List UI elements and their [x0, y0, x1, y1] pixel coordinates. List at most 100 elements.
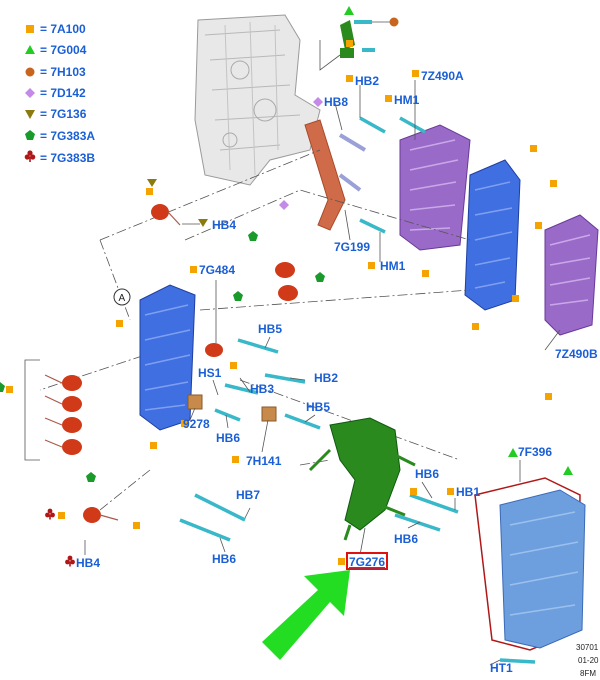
triangle-down-icon — [25, 110, 35, 119]
square-icon — [545, 393, 552, 400]
label-hb2-top: HB2 — [355, 74, 379, 88]
leader-lines — [84, 80, 561, 666]
club-icon — [24, 150, 36, 162]
square-icon — [412, 70, 419, 77]
triangle-down-icon — [198, 219, 208, 227]
label-7f396: 7F396 — [518, 445, 552, 459]
square-icon — [146, 188, 153, 195]
pentagon-icon — [0, 382, 5, 392]
part-7h141 — [261, 406, 277, 422]
label-hb6-right-bottom: HB6 — [394, 532, 418, 546]
label-hm1-top: HM1 — [394, 93, 420, 107]
figure-reference: 30701 01-20 8FM — [576, 643, 599, 678]
circle-icon — [25, 67, 35, 77]
square-icon — [232, 456, 239, 463]
label-7g484: 7G484 — [199, 263, 235, 277]
transmission-pan-7f396 — [474, 477, 586, 664]
lower-valve-body — [139, 284, 196, 431]
square-icon — [447, 488, 454, 495]
diamond-icon — [313, 97, 323, 107]
label-7g276: 7G276 — [349, 555, 385, 569]
legend-label-7d142: = 7D142 — [40, 86, 86, 100]
callout-a-label: A — [119, 293, 126, 304]
triangle-up-icon — [508, 448, 518, 457]
wiring-harness-7g276 — [308, 417, 416, 541]
pentagon-icon — [315, 272, 325, 282]
legend-label-7g136: = 7G136 — [40, 107, 87, 121]
pentagon-icon — [233, 291, 243, 301]
separator-plate-7z490b — [544, 214, 599, 336]
square-icon — [550, 180, 557, 187]
triangle-up-icon — [563, 466, 573, 475]
square-icon — [190, 266, 197, 273]
part-markers — [0, 70, 573, 567]
label-hb4-top: HB4 — [212, 218, 236, 232]
square-icon — [26, 25, 34, 33]
highlighted-callout-7g276: 7G276 — [346, 552, 388, 570]
label-7g199: 7G199 — [334, 240, 370, 254]
diamond-icon — [279, 200, 289, 210]
square-icon — [535, 222, 542, 229]
legend-label-7a100: = 7A100 — [40, 22, 86, 36]
solenoids — [62, 204, 298, 523]
label-hs1: HS1 — [198, 366, 222, 380]
legend-label-7g004: = 7G004 — [40, 43, 87, 57]
pentagon-icon — [248, 231, 258, 241]
square-icon — [133, 522, 140, 529]
square-icon — [346, 75, 353, 82]
label-hb3: HB3 — [250, 382, 274, 396]
ref-line-2: 01-20 — [578, 656, 599, 665]
part-labels: HB2 7Z490A HB8 HM1 7G199 HM1 HB4 7G484 H… — [76, 69, 598, 675]
label-hm1-bottom: HM1 — [380, 259, 406, 273]
label-hb5-top: HB5 — [258, 322, 282, 336]
club-icon — [65, 555, 75, 567]
bracket-7g199 — [279, 97, 367, 231]
label-hb5-mid: HB5 — [306, 400, 330, 414]
square-icon — [338, 558, 345, 565]
bolts-lower — [179, 338, 459, 542]
square-icon — [472, 323, 479, 330]
label-hb7: HB7 — [236, 488, 260, 502]
label-hb6-bottom: HB6 — [212, 552, 236, 566]
circle-marker — [389, 17, 399, 27]
square-icon — [422, 270, 429, 277]
label-hb4-bottom: HB4 — [76, 556, 100, 570]
upper-valve-body — [464, 159, 521, 311]
legend: = 7A100 = 7G004 = 7H103 = 7D142 = 7G136 … — [24, 22, 95, 165]
top-sensor-cluster — [319, 6, 399, 71]
legend-label-7g383a: = 7G383A — [40, 129, 95, 143]
ref-line-3: 8FM — [580, 669, 596, 678]
solenoid-wires — [44, 211, 181, 521]
label-7h141: 7H141 — [246, 454, 282, 468]
separator-plate-7z490a — [399, 124, 471, 251]
square-icon — [385, 95, 392, 102]
circle-a-callout: A — [113, 288, 131, 306]
pentagon-icon — [86, 472, 96, 482]
label-hb6-left: HB6 — [216, 431, 240, 445]
label-hb8: HB8 — [324, 95, 348, 109]
transmission-case — [194, 14, 321, 186]
square-icon — [181, 420, 188, 427]
square-icon — [230, 362, 237, 369]
triangle-marker — [344, 6, 354, 15]
diamond-icon — [25, 88, 35, 98]
triangle-down-icon — [147, 179, 157, 187]
label-9278: 9278 — [183, 417, 210, 431]
square-icon — [368, 262, 375, 269]
square-icon — [6, 386, 13, 393]
club-icon — [45, 508, 55, 520]
square-icon — [116, 320, 123, 327]
square-icon — [530, 145, 537, 152]
bolts-hb2-hm1 — [359, 116, 426, 234]
part-9278 — [187, 394, 203, 410]
square-icon — [150, 442, 157, 449]
square-icon — [512, 295, 519, 302]
square-icon — [410, 488, 417, 495]
legend-label-7h103: = 7H103 — [40, 65, 86, 79]
green-pointer-arrow — [262, 570, 350, 660]
square-icon — [58, 512, 65, 519]
label-hb1: HB1 — [456, 485, 480, 499]
legend-label-7g383b: = 7G383B — [40, 151, 95, 165]
triangle-up-icon — [25, 45, 35, 54]
